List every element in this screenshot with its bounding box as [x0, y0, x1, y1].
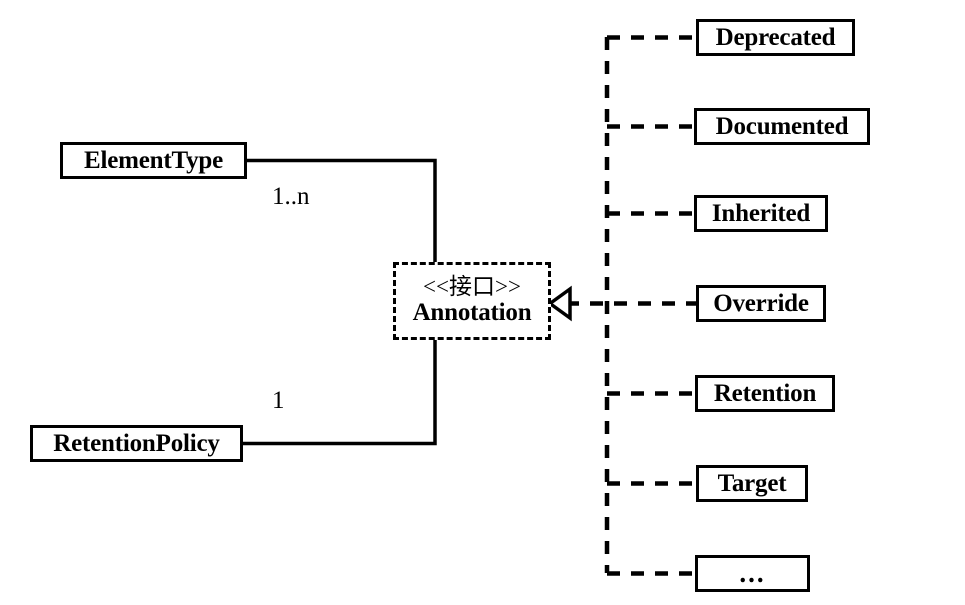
node-documented[interactable]: Documented — [694, 108, 870, 145]
node-target-label: Target — [717, 470, 787, 497]
multiplicity-label-one: 1 — [272, 387, 285, 414]
node-annotation-label: Annotation — [412, 299, 532, 327]
node-inherited[interactable]: Inherited — [694, 195, 828, 232]
hollow-triangle-arrowhead-icon — [547, 285, 572, 322]
node-override[interactable]: Override — [696, 285, 826, 322]
node-deprecated[interactable]: Deprecated — [696, 19, 855, 56]
association-element-type-annotation — [245, 158, 437, 265]
node-target[interactable]: Target — [696, 465, 808, 502]
realization-branches — [566, 35, 696, 576]
node-retention[interactable]: Retention — [695, 375, 835, 412]
multiplicity-label-one-to-n: 1..n — [272, 183, 310, 210]
node-retention-policy[interactable]: RetentionPolicy — [30, 425, 243, 462]
node-retention-policy-label: RetentionPolicy — [53, 430, 220, 457]
node-documented-label: Documented — [715, 113, 849, 140]
node-retention-label: Retention — [713, 380, 817, 407]
node-annotation-interface[interactable]: <<接口>> Annotation — [393, 262, 551, 340]
node-more[interactable]: ... — [695, 555, 810, 592]
node-more-label: ... — [739, 558, 766, 589]
annotation-stereotype-label: <<接口>> — [423, 273, 521, 299]
node-deprecated-label: Deprecated — [715, 24, 836, 51]
node-override-label: Override — [713, 290, 809, 317]
node-inherited-label: Inherited — [711, 200, 811, 227]
node-element-type-label: ElementType — [84, 147, 223, 174]
node-element-type[interactable]: ElementType — [60, 142, 247, 179]
